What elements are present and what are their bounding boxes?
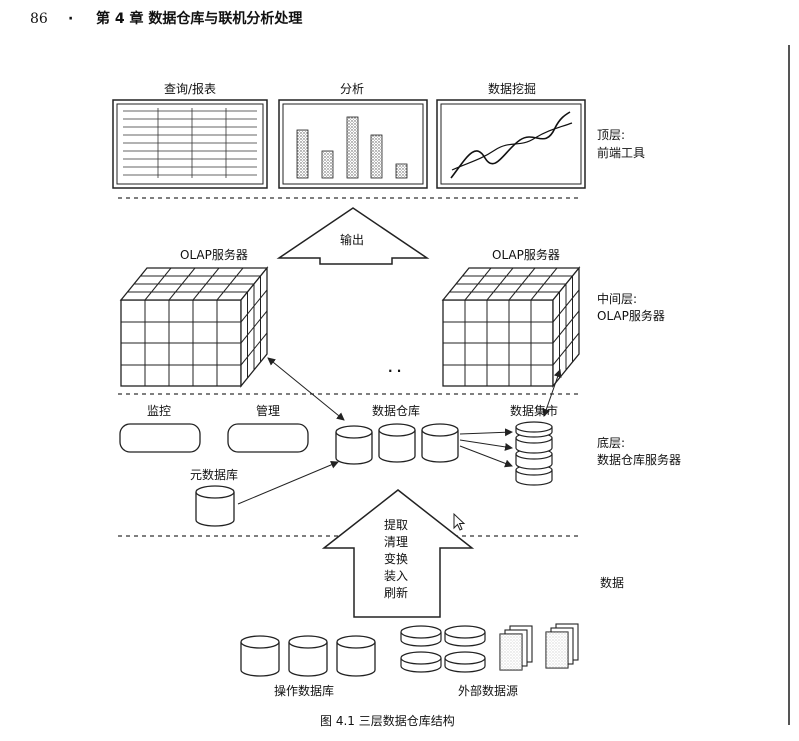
query-report-panel	[112, 99, 268, 189]
analysis-bar	[395, 163, 408, 179]
manage-box	[227, 423, 309, 453]
olap-cube-right	[441, 266, 581, 388]
external-disk	[444, 651, 486, 673]
cube-mart-link	[542, 369, 562, 417]
analysis-panel	[278, 99, 428, 189]
panel-label-data-mining: 数据挖掘	[488, 82, 537, 96]
chapter-title: 第 4 章 数据仓库与联机分析处理	[96, 11, 303, 27]
figure-caption: 图 4.1 三层数据仓库结构	[320, 714, 455, 728]
operational-db-cylinder	[240, 635, 280, 677]
analysis-bar	[346, 116, 359, 179]
external-disk	[400, 651, 442, 673]
etl-step: 清理	[384, 535, 409, 549]
metadata-warehouse-link	[237, 461, 339, 505]
cube-warehouse-link	[267, 357, 345, 421]
etl-step: 提取	[384, 518, 409, 532]
warehouse-mart-arrow	[459, 439, 513, 451]
document-stack	[545, 623, 579, 669]
monitor-label: 监控	[147, 404, 172, 418]
output-arrow-label: 输出	[340, 233, 365, 247]
top-layer-sublabel: 前端工具	[597, 146, 646, 160]
bottom-layer-sublabel: 数据仓库服务器	[597, 453, 682, 467]
pointer-cursor-icon	[453, 512, 466, 531]
etl-step: 变换	[384, 552, 409, 566]
external-source-label: 外部数据源	[458, 684, 519, 698]
page-number: 86	[30, 11, 48, 27]
warehouse-label: 数据仓库	[372, 404, 421, 418]
header-bullet: ·	[68, 11, 74, 27]
top-layer-label: 顶层:	[597, 128, 626, 142]
etl-step: 装入	[384, 569, 409, 583]
metadata-cylinder	[195, 485, 235, 527]
document-stack	[499, 625, 533, 671]
analysis-bar	[296, 129, 309, 179]
manage-label: 管理	[256, 404, 281, 418]
data-mart-stack	[515, 421, 553, 486]
external-disk	[444, 625, 486, 647]
mining-curve-2	[451, 122, 573, 171]
mining-curve	[450, 111, 571, 179]
middle-layer-label: 中间层:	[597, 292, 638, 306]
bottom-layer-label: 底层:	[597, 436, 626, 450]
warehouse-mart-arrow	[459, 428, 513, 437]
olap-server-right-label: OLAP服务器	[492, 248, 560, 262]
olap-server-left-label: OLAP服务器	[180, 248, 248, 262]
panel-label-query-report: 查询/报表	[164, 82, 217, 96]
warehouse-cylinder	[378, 423, 416, 463]
ellipsis-dots: · ·	[388, 364, 402, 378]
etl-step: 刷新	[384, 586, 409, 600]
operational-db-cylinder	[336, 635, 376, 677]
data-mart-label: 数据集市	[510, 404, 559, 418]
output-arrow	[276, 207, 430, 265]
warehouse-cylinder	[421, 423, 459, 463]
monitor-box	[119, 423, 201, 453]
olap-cube-left	[119, 266, 269, 388]
scan-edge-line	[788, 45, 790, 725]
data-mining-panel	[436, 99, 586, 189]
middle-layer-sublabel: OLAP服务器	[597, 309, 665, 323]
analysis-bar	[370, 134, 383, 179]
operational-db-cylinder	[288, 635, 328, 677]
data-layer-label: 数据	[600, 576, 625, 590]
warehouse-mart-arrow	[459, 445, 513, 468]
analysis-bar	[321, 150, 334, 179]
etl-arrow	[321, 489, 475, 618]
warehouse-cylinder	[335, 425, 373, 465]
operational-db-label: 操作数据库	[274, 684, 335, 698]
external-disk	[400, 625, 442, 647]
metadata-label: 元数据库	[190, 468, 239, 482]
panel-label-analysis: 分析	[340, 82, 365, 96]
